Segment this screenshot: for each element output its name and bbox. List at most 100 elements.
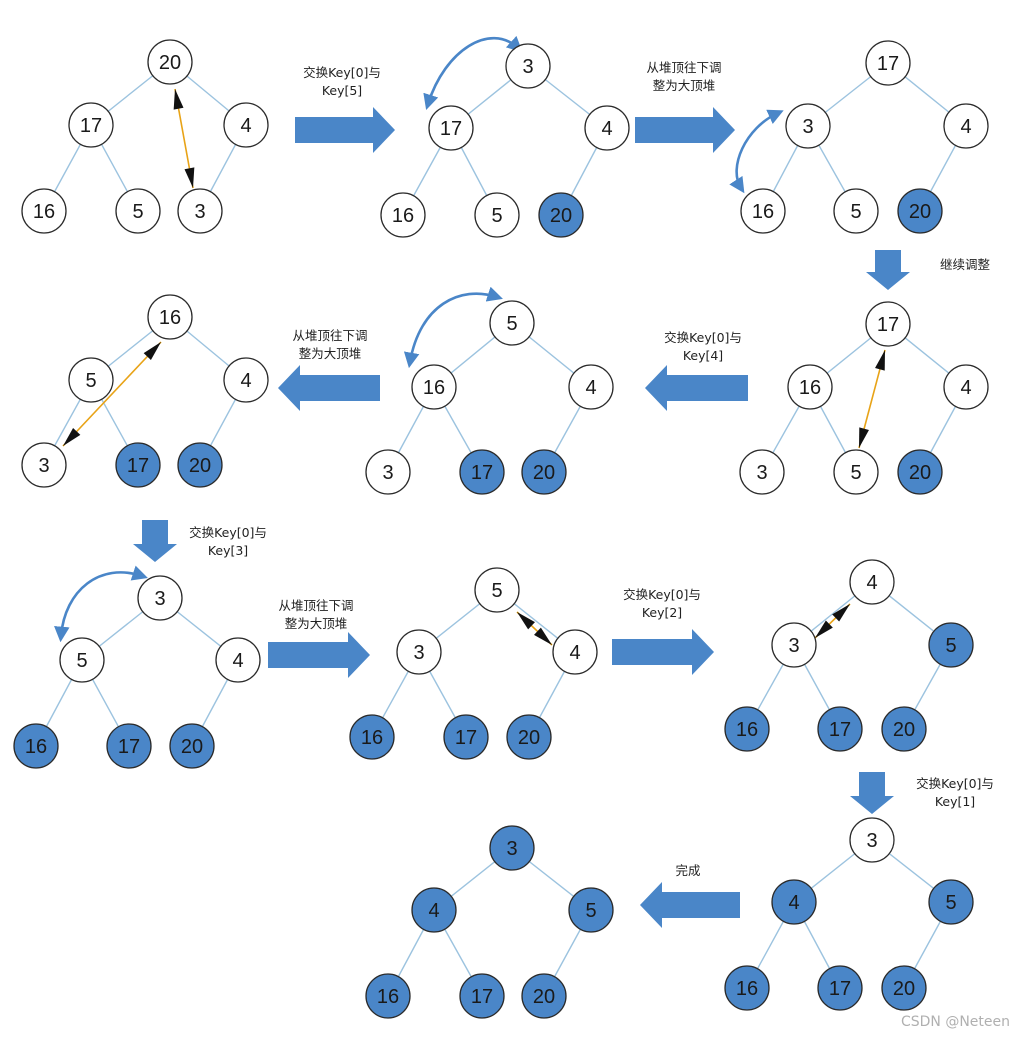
- node-circle: [106, 723, 152, 769]
- swap-arrowhead: [534, 627, 552, 645]
- node-circle: [849, 559, 895, 605]
- tree-1-node: 20: [147, 39, 193, 85]
- node-value: 5: [491, 580, 502, 602]
- swap-arrowhead: [143, 342, 161, 360]
- node-value: 20: [909, 462, 931, 484]
- node-value: 17: [829, 719, 851, 741]
- arrows-layer: [133, 107, 910, 928]
- node-circle: [928, 622, 974, 668]
- node-circle: [552, 629, 598, 675]
- step-label: 交换Key[0]与: [303, 65, 381, 80]
- node-circle: [568, 887, 614, 933]
- tree-5-node: 20: [521, 449, 567, 495]
- tree-6-node: 4: [223, 357, 269, 403]
- node-circle: [215, 637, 261, 683]
- step-arrow: [133, 520, 177, 562]
- tree-4-node: 16: [787, 364, 833, 410]
- node-circle: [13, 723, 59, 769]
- step-label: 整为大顶堆: [285, 616, 348, 631]
- node-value: 16: [25, 736, 47, 758]
- node-circle: [897, 449, 943, 495]
- tree-7-node: 20: [169, 723, 215, 769]
- node-circle: [147, 39, 193, 85]
- tree-3-node: 17: [865, 40, 911, 86]
- tree-6-node: 5: [68, 357, 114, 403]
- tree-8-node: 4: [552, 629, 598, 675]
- tree-11-node: 3: [489, 825, 535, 871]
- tree-6-node: 20: [177, 442, 223, 488]
- node-value: 5: [850, 201, 861, 223]
- curved-swap-arrow: [729, 109, 784, 194]
- swap-indicator: [858, 349, 886, 449]
- tree-8-node: 17: [443, 714, 489, 760]
- tree-5-node: 16: [411, 364, 457, 410]
- node-circle: [169, 723, 215, 769]
- node-circle: [865, 40, 911, 86]
- labels-layer: 交换Key[0]与Key[5]从堆顶往下调整为大顶堆继续调整交换Key[0]与K…: [189, 60, 994, 878]
- node-value: 4: [601, 118, 612, 140]
- tree-8-node: 5: [474, 567, 520, 613]
- node-circle: [365, 449, 411, 495]
- node-value: 20: [533, 462, 555, 484]
- tree-3-node: 3: [785, 103, 831, 149]
- node-circle: [739, 449, 785, 495]
- step-label: 继续调整: [940, 257, 991, 272]
- node-value: 17: [829, 978, 851, 1000]
- tree-2-node: 17: [428, 105, 474, 151]
- step-arrow: [645, 365, 748, 411]
- swap-arrowhead: [517, 612, 535, 630]
- node-circle: [724, 706, 770, 752]
- node-circle: [833, 449, 879, 495]
- node-circle: [68, 102, 114, 148]
- node-value: 3: [506, 838, 517, 860]
- node-value: 3: [802, 116, 813, 138]
- node-value: 4: [585, 377, 596, 399]
- node-value: 20: [533, 986, 555, 1008]
- node-value: 4: [788, 892, 799, 914]
- curves-layer: [54, 35, 784, 643]
- curved-swap-arrow: [54, 565, 148, 643]
- node-circle: [474, 192, 520, 238]
- step-label: Key[5]: [322, 83, 362, 98]
- node-circle: [489, 825, 535, 871]
- node-value: 3: [38, 455, 49, 477]
- node-value: 16: [33, 201, 55, 223]
- node-value: 4: [240, 370, 251, 392]
- node-circle: [428, 105, 474, 151]
- node-value: 16: [392, 205, 414, 227]
- tree-9-node: 20: [881, 706, 927, 752]
- node-value: 3: [154, 588, 165, 610]
- tree-7-node: 17: [106, 723, 152, 769]
- step-arrow: [612, 629, 714, 675]
- tree-7-node: 3: [137, 575, 183, 621]
- swap-arrowhead: [859, 427, 869, 448]
- tree-4-node: 20: [897, 449, 943, 495]
- step-arrow: [295, 107, 395, 153]
- node-value: 16: [159, 307, 181, 329]
- tree-1-node: 16: [21, 188, 67, 234]
- node-value: 17: [440, 118, 462, 140]
- node-circle: [568, 364, 614, 410]
- node-value: 20: [181, 736, 203, 758]
- tree-1-node: 3: [177, 188, 223, 234]
- node-circle: [785, 103, 831, 149]
- tree-3-node: 16: [740, 188, 786, 234]
- node-circle: [177, 188, 223, 234]
- swap-indicator: [173, 88, 195, 189]
- node-value: 17: [877, 53, 899, 75]
- tree-7-node: 5: [59, 637, 105, 683]
- node-circle: [928, 879, 974, 925]
- node-value: 4: [428, 900, 439, 922]
- tree-1-node: 17: [68, 102, 114, 148]
- node-value: 16: [423, 377, 445, 399]
- swap-arrowhead: [63, 428, 81, 446]
- tree-4-node: 3: [739, 449, 785, 495]
- tree-11-node: 5: [568, 887, 614, 933]
- node-circle: [506, 714, 552, 760]
- tree-7-node: 4: [215, 637, 261, 683]
- node-circle: [459, 973, 505, 1019]
- step-arrow: [268, 632, 370, 678]
- step-label: Key[1]: [935, 794, 975, 809]
- node-circle: [223, 102, 269, 148]
- node-circle: [396, 629, 442, 675]
